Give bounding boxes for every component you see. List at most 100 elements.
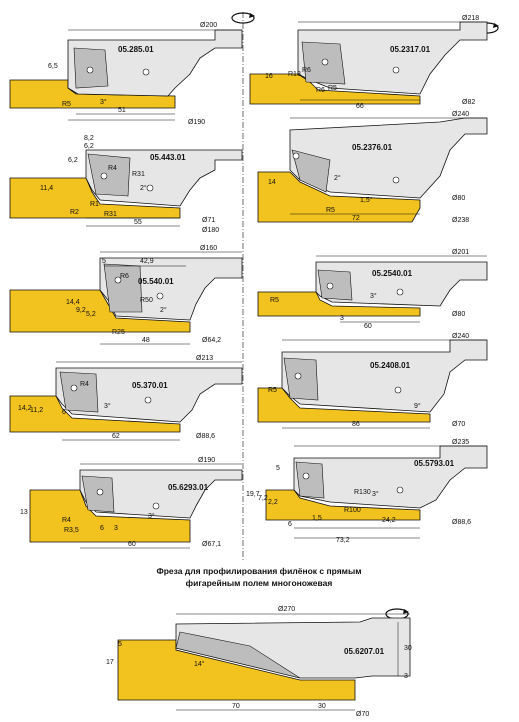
cutter-05-370-01: 05.370.01 Ø213 R4 14,2 11,2 6 3° 62 Ø88,… xyxy=(9,355,243,441)
dimension-label: R3,5 xyxy=(64,527,79,534)
cutter-code: 05.6207.01 xyxy=(344,647,385,656)
dimension-label: Ø201 xyxy=(452,249,469,256)
dimension-label: 2° xyxy=(334,174,341,182)
knife xyxy=(317,269,353,301)
cutter-code: 05.370.01 xyxy=(132,381,168,390)
dimension-label: Ø67,1 xyxy=(202,541,221,548)
dimension-label: Ø80 xyxy=(452,195,465,202)
workpiece xyxy=(257,171,421,223)
dimension-label: 3° xyxy=(104,402,111,410)
dimension-label: 5 xyxy=(118,641,122,648)
mounting-hole xyxy=(86,66,94,74)
cutter-code: 05.5793.01 xyxy=(414,459,455,468)
dimension-label: 42,9 xyxy=(140,258,154,265)
mounting-hole xyxy=(96,488,104,496)
dimension-label: 66 xyxy=(356,103,364,110)
dimension-label: 5,2 xyxy=(86,311,96,318)
cutter-code: 05.540.01 xyxy=(138,277,174,286)
cutter-05-540-01: 05.540.01 Ø160 42,9 5 R6 R50 14,4 9,2 5,… xyxy=(9,245,243,345)
dimension-label: R5 xyxy=(62,101,71,108)
dimension-label: 19,7 xyxy=(246,491,260,498)
dimension-label: Ø70 xyxy=(452,421,465,428)
cutter-05-2376-01: 05.2376.01 Ø240 14 2° R5 1,5° 72 Ø80 Ø23… xyxy=(257,111,488,224)
dimension-label: 6,2 xyxy=(68,157,78,164)
dimension-label: R2 xyxy=(70,209,79,216)
dimension-label: Ø160 xyxy=(200,245,217,252)
dimension-label: 60 xyxy=(364,323,372,330)
dimension-label: Ø64,2 xyxy=(202,337,221,344)
dimension-label: 73,2 xyxy=(336,537,350,544)
dimension-label: 9,2 xyxy=(76,307,86,314)
dimension-label: 3° xyxy=(148,512,155,520)
dimension-label: 11,2 xyxy=(30,407,43,414)
mounting-hole xyxy=(294,372,302,380)
dimension-label: 9° xyxy=(414,402,421,410)
dimension-label: R6 xyxy=(316,87,325,94)
knife xyxy=(175,631,301,679)
dimension-label: Ø270 xyxy=(278,606,295,613)
mounting-hole xyxy=(326,282,334,290)
knife xyxy=(59,371,99,413)
knife xyxy=(283,357,319,401)
dimension-label: 5 xyxy=(102,258,106,265)
dimension-label: 3° xyxy=(100,98,107,106)
dimension-label: Ø238 xyxy=(452,217,469,224)
dimension-label: 14,2 xyxy=(18,405,32,412)
mounting-hole xyxy=(392,66,400,74)
knife xyxy=(103,263,143,313)
cutter-05-443-01: 05.443.01 6,2 8,2 6,2 R4 R31 11,4 R2 R1 … xyxy=(9,135,243,234)
dimension-label: 62 xyxy=(112,433,120,440)
dimension-label: 60 xyxy=(128,541,136,548)
dimension-label: Ø180 xyxy=(202,227,219,234)
dimension-label: 2,2 xyxy=(268,499,278,506)
caption-line-2: фигарейным полем многоножевая xyxy=(186,578,333,588)
cutter-code: 05.2317.01 xyxy=(390,45,431,54)
dimension-label: 16 xyxy=(265,73,273,80)
dimension-label: 3 xyxy=(114,525,118,532)
dimension-label: R100 xyxy=(344,507,361,514)
dimension-label: Ø88,6 xyxy=(452,519,471,526)
cutter-body xyxy=(315,261,488,307)
dimension-label: 48 xyxy=(142,337,150,344)
dimension-label: R5 xyxy=(328,85,337,92)
mounting-hole xyxy=(396,288,404,296)
dimension-label: 3° xyxy=(372,490,379,498)
cutter-code: 05.6293.01 xyxy=(168,483,209,492)
cutter-05-5793-01: 05.5793.01 Ø235 5 19,7 7,2 2,2 R130 R100… xyxy=(246,439,488,544)
dimension-label: Ø235 xyxy=(452,439,469,446)
dimension-label: 3 xyxy=(404,673,408,680)
dimension-label: R5 xyxy=(326,207,335,214)
dimension-label: R13 xyxy=(288,71,301,78)
cutter-05-2317-01: 05.2317.01 Ø218 R13 R6 16 R6 R5 66 Ø82 xyxy=(249,15,488,110)
dimension-label: 1,5° xyxy=(360,196,373,204)
cutter-code: 05.285.01 xyxy=(118,45,154,54)
dimension-label: 13 xyxy=(20,509,28,516)
mounting-hole xyxy=(302,472,310,480)
mounting-hole xyxy=(70,384,78,392)
dimension-label: R6 xyxy=(120,273,129,280)
mounting-hole xyxy=(392,176,400,184)
dimension-label: 3° xyxy=(370,292,377,300)
dimension-label: 6,2 xyxy=(84,143,94,150)
cutter-body xyxy=(79,469,243,519)
dimension-label: 6 xyxy=(288,521,292,528)
dimension-label: R1 xyxy=(90,201,99,208)
rotation-arrow-icon xyxy=(231,12,255,24)
dimension-label: 5 xyxy=(276,465,280,472)
dimension-label: R31 xyxy=(104,211,117,218)
dimension-label: 14 xyxy=(268,179,276,186)
dimension-label: R130 xyxy=(354,489,371,496)
knife xyxy=(291,149,331,193)
dimension-label: Ø82 xyxy=(462,99,475,106)
cutter-05-2540-01: 05.2540.01 Ø201 R5 3° 3 60 Ø80 xyxy=(257,249,488,330)
workpiece xyxy=(9,289,191,333)
dimension-label: 11,4 xyxy=(40,185,53,192)
caption-line-1: Фреза для профилирования филёнок с прямы… xyxy=(156,566,361,576)
dimension-label: Ø80 xyxy=(452,311,465,318)
workpiece xyxy=(257,291,421,317)
mounting-hole xyxy=(321,58,329,66)
dimension-label: Ø70 xyxy=(356,711,369,718)
dimension-label: 7,2 xyxy=(258,495,268,502)
mounting-hole xyxy=(396,486,404,494)
mounting-hole xyxy=(152,502,160,510)
